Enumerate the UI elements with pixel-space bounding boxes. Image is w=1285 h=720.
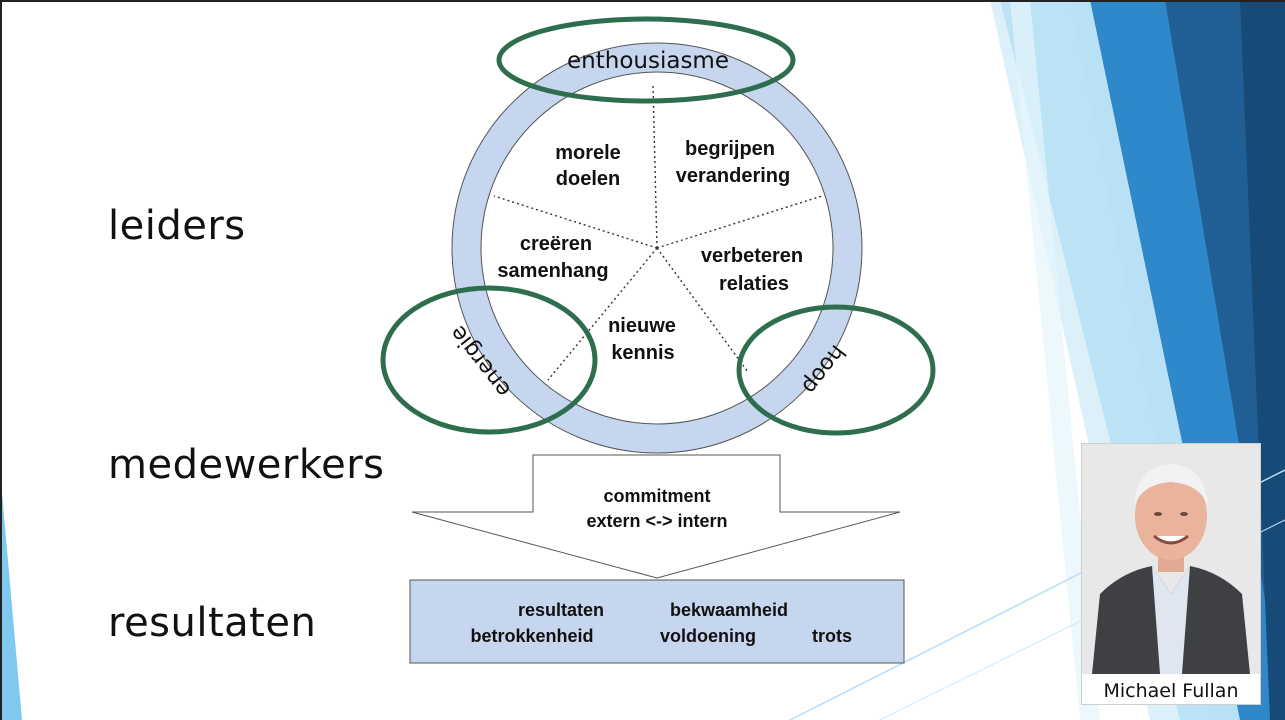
portrait-image [1082,444,1260,674]
photo-caption: Michael Fullan [1103,680,1239,702]
portrait-photo: Michael Fullan [1081,443,1261,705]
arrow-text-1: commitment [603,486,710,506]
highlight-ellipses [380,16,936,436]
ring-text-top: enthousiasme [567,48,729,74]
results-text-4: voldoening [660,626,756,646]
label-leaders: leiders [108,203,246,249]
segment-morele-2: doelen [556,168,620,190]
highlight-hope [736,304,936,436]
results-text-1: resultaten [518,600,604,620]
segment-creeren-2: samenhang [497,260,608,282]
results-text-3: betrokkenheid [470,626,593,646]
results-text-2: bekwaamheid [670,600,788,620]
segment-begrijpen-1: begrijpen [685,138,775,160]
segment-morele-1: morele [555,142,621,164]
label-results: resultaten [108,600,317,646]
arrow-text-2: extern <-> intern [586,511,727,531]
segment-verbeteren-2: relaties [719,273,789,295]
highlight-energy [380,285,598,435]
results-box [409,579,905,664]
results-text-5: trots [812,626,852,646]
segment-begrijpen-2: verandering [676,165,790,187]
segment-verbeteren-1: verbeteren [701,245,803,267]
segment-nieuwe-2: kennis [611,342,674,364]
segment-nieuwe-1: nieuwe [608,315,676,337]
segment-dividers [493,84,823,381]
label-employees: medewerkers [108,442,385,488]
segment-creeren-1: creëren [520,233,592,255]
commitment-arrow [411,454,901,579]
highlight-enthusiasm [496,16,796,104]
